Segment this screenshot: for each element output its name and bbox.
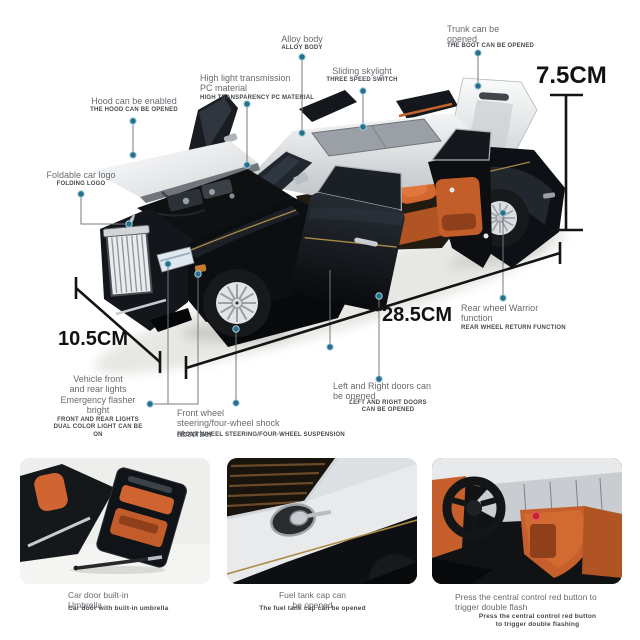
- callout-hood: Hood can be enabled THE HOOD CAN BE OPEN…: [68, 96, 200, 115]
- callout-trunk-sub: THE BOOT CAN BE OPENED: [447, 42, 535, 49]
- side-mirror: [293, 172, 309, 185]
- callout-doors-title: Left and Right doors can be opened: [333, 381, 432, 402]
- roof: [246, 113, 491, 197]
- feature-umbrella-sub: Car door with built-in umbrella: [68, 604, 169, 612]
- steering-wheel-icon: [442, 476, 506, 540]
- callout-rear-wheel-sub: REAR WHEEL RETURN FUNCTION: [461, 324, 566, 331]
- umbrella-icon: [73, 555, 163, 571]
- feature-fuel-title: Fuel tank cap can be opened: [278, 590, 347, 610]
- feature-flash-sub: Press the central control red button to …: [478, 612, 597, 628]
- fuel-cap-icon: [270, 503, 332, 537]
- feature-photo-dashboard: [432, 458, 622, 584]
- callout-alloy-sub: ALLOY BODY: [281, 45, 323, 52]
- feature-flash-title: Press the central control red button to …: [455, 592, 597, 612]
- red-button-icon: [531, 511, 541, 521]
- feature-caption-umbrella: Car door built-in Umbrella Car door with…: [68, 590, 198, 613]
- engine-bay: [137, 169, 293, 243]
- callout-dots: [77, 49, 507, 408]
- feature-caption-flash: Press the central control red button to …: [455, 592, 620, 629]
- callout-logo: Foldable car logo FOLDING LOGO: [18, 170, 144, 189]
- height-measurement: 7.5CM: [536, 62, 607, 89]
- callout-front-wheel-title: Front wheel steering/four-wheel shock ab…: [177, 408, 280, 439]
- callout-doors-sub: LEFT AND RIGHT DOORS CAN BE OPENED: [349, 399, 427, 414]
- callout-lights: Vehicle front and rear lights Emergency …: [50, 374, 146, 439]
- callout-hood-title: Hood can be enabled: [91, 96, 177, 106]
- callout-hood-sub: THE HOOD CAN BE OPENED: [90, 107, 178, 114]
- front-wheel: [203, 269, 271, 337]
- callout-skylight-sub: THREE SPEED SWITCH: [326, 77, 398, 84]
- callout-logo-title: Foldable car logo: [46, 170, 116, 180]
- callout-lights-title: Vehicle front and rear lights Emergency …: [60, 374, 136, 416]
- feature-fuel-sub: The fuel tank cap can be opened: [259, 604, 366, 612]
- callout-skylight-title: Sliding skylight: [332, 66, 392, 76]
- feature-umbrella-title: Car door built-in Umbrella: [68, 590, 129, 610]
- callout-skylight: Sliding skylight THREE SPEED SWITCH: [308, 66, 416, 85]
- callout-doors: Left and Right doors can be opened LEFT …: [333, 381, 443, 415]
- callout-pc-sub: HIGH TRANSPARENCY PC MATERIAL: [200, 94, 315, 101]
- callout-trunk: Trunk can be opened THE BOOT CAN BE OPEN…: [447, 24, 542, 50]
- callout-trunk-title: Trunk can be opened: [447, 24, 500, 45]
- callout-rear-wheel-title: Rear wheel Warrior function: [461, 303, 539, 324]
- callout-rear-wheel: Rear wheel Warrior function REAR WHEEL R…: [461, 303, 586, 332]
- dashboard-photo-art: [432, 458, 622, 584]
- callout-alloy-body: Alloy body ALLOY BODY: [255, 34, 349, 53]
- rear-door-open: [428, 128, 492, 268]
- callout-alloy-title: Alloy body: [281, 34, 323, 44]
- feature-photo-fuel-cap: [227, 458, 417, 584]
- callout-pc-title: High light transmission PC material: [200, 73, 291, 94]
- callout-lights-sub: FRONT AND REAR LIGHTS DUAL COLOR LIGHT C…: [53, 416, 143, 438]
- car-illustration: [74, 49, 583, 408]
- far-rear-doors: [299, 90, 458, 122]
- callout-front-wheel: Front wheel steering/four-wheel shock ab…: [177, 408, 352, 440]
- callout-front-wheel-sub: FRONT WHEEL STEERING/FOUR-WHEEL SUSPENSI…: [177, 432, 345, 439]
- callout-logo-sub: FOLDING LOGO: [56, 181, 106, 188]
- grille: [102, 213, 153, 297]
- fuel-cap-photo-art: [227, 458, 417, 584]
- umbrella-photo-art: [20, 458, 210, 584]
- width-measurement: 10.5CM: [58, 328, 129, 350]
- measure-lines: [74, 93, 583, 379]
- sunroof: [311, 118, 442, 157]
- callout-pc-material: High light transmission PC material HIGH…: [200, 73, 320, 102]
- leader-lines: [80, 53, 504, 405]
- length-measurement: 28.5CM: [382, 304, 453, 326]
- feature-photo-umbrella: [20, 458, 210, 584]
- front-door-open: [291, 164, 405, 312]
- feature-caption-fuel: Fuel tank cap can be opened The fuel tan…: [255, 590, 370, 613]
